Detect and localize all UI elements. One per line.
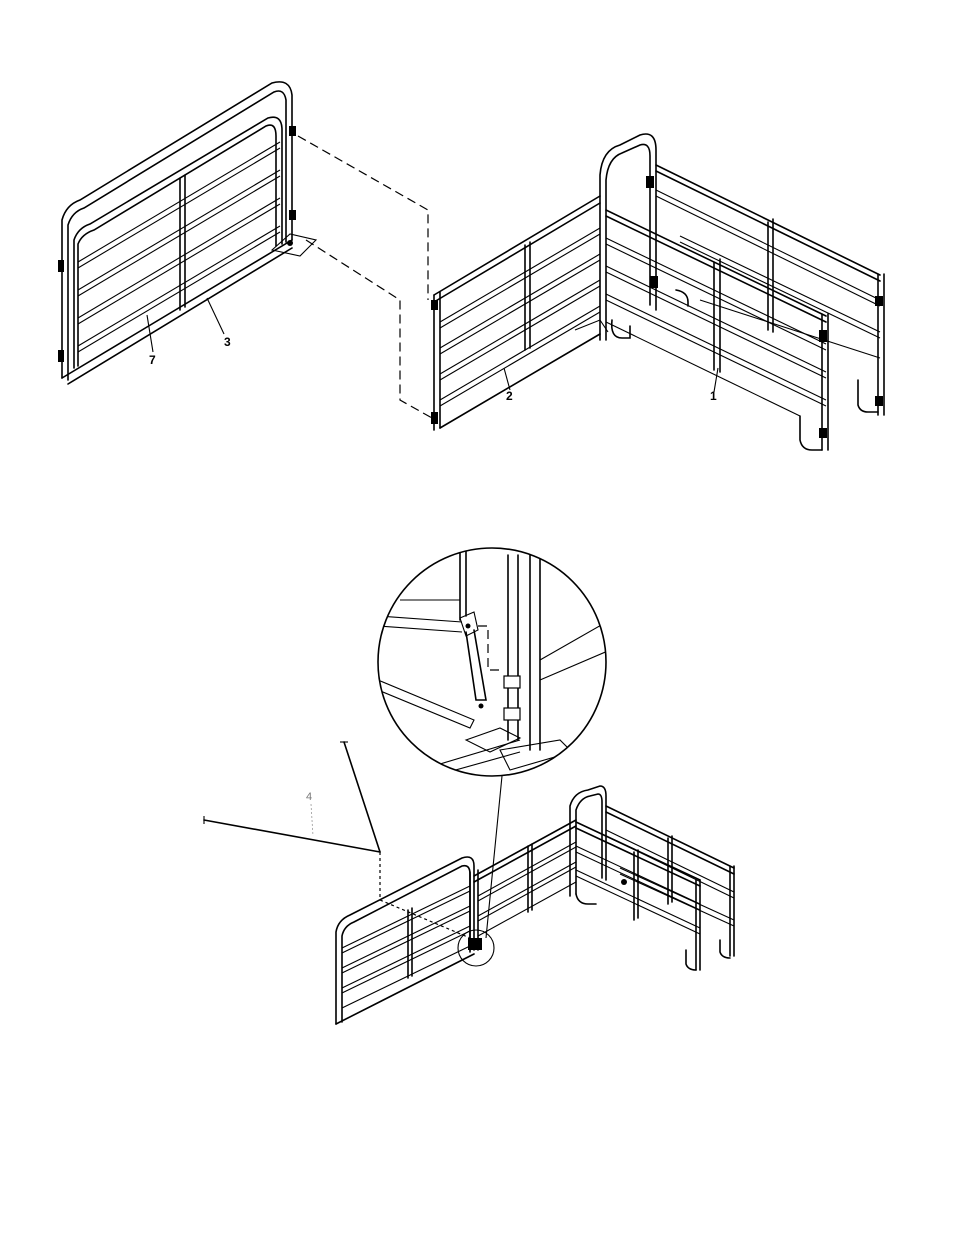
- bottom-assembly-figure: 4: [204, 742, 734, 1024]
- label-part-2: 2: [506, 389, 513, 403]
- label-part-7: 7: [149, 353, 156, 367]
- brace-rod: [204, 742, 470, 938]
- label-part-1: 1: [710, 389, 717, 403]
- label-part-3: 3: [224, 335, 231, 349]
- right-gate-panel: [600, 134, 884, 450]
- label-part-4: 4: [306, 791, 312, 803]
- top-assembly-figure: 7 3 2 1: [58, 82, 884, 450]
- left-gate-panel: [58, 82, 316, 384]
- middle-gate-panel: [431, 196, 608, 430]
